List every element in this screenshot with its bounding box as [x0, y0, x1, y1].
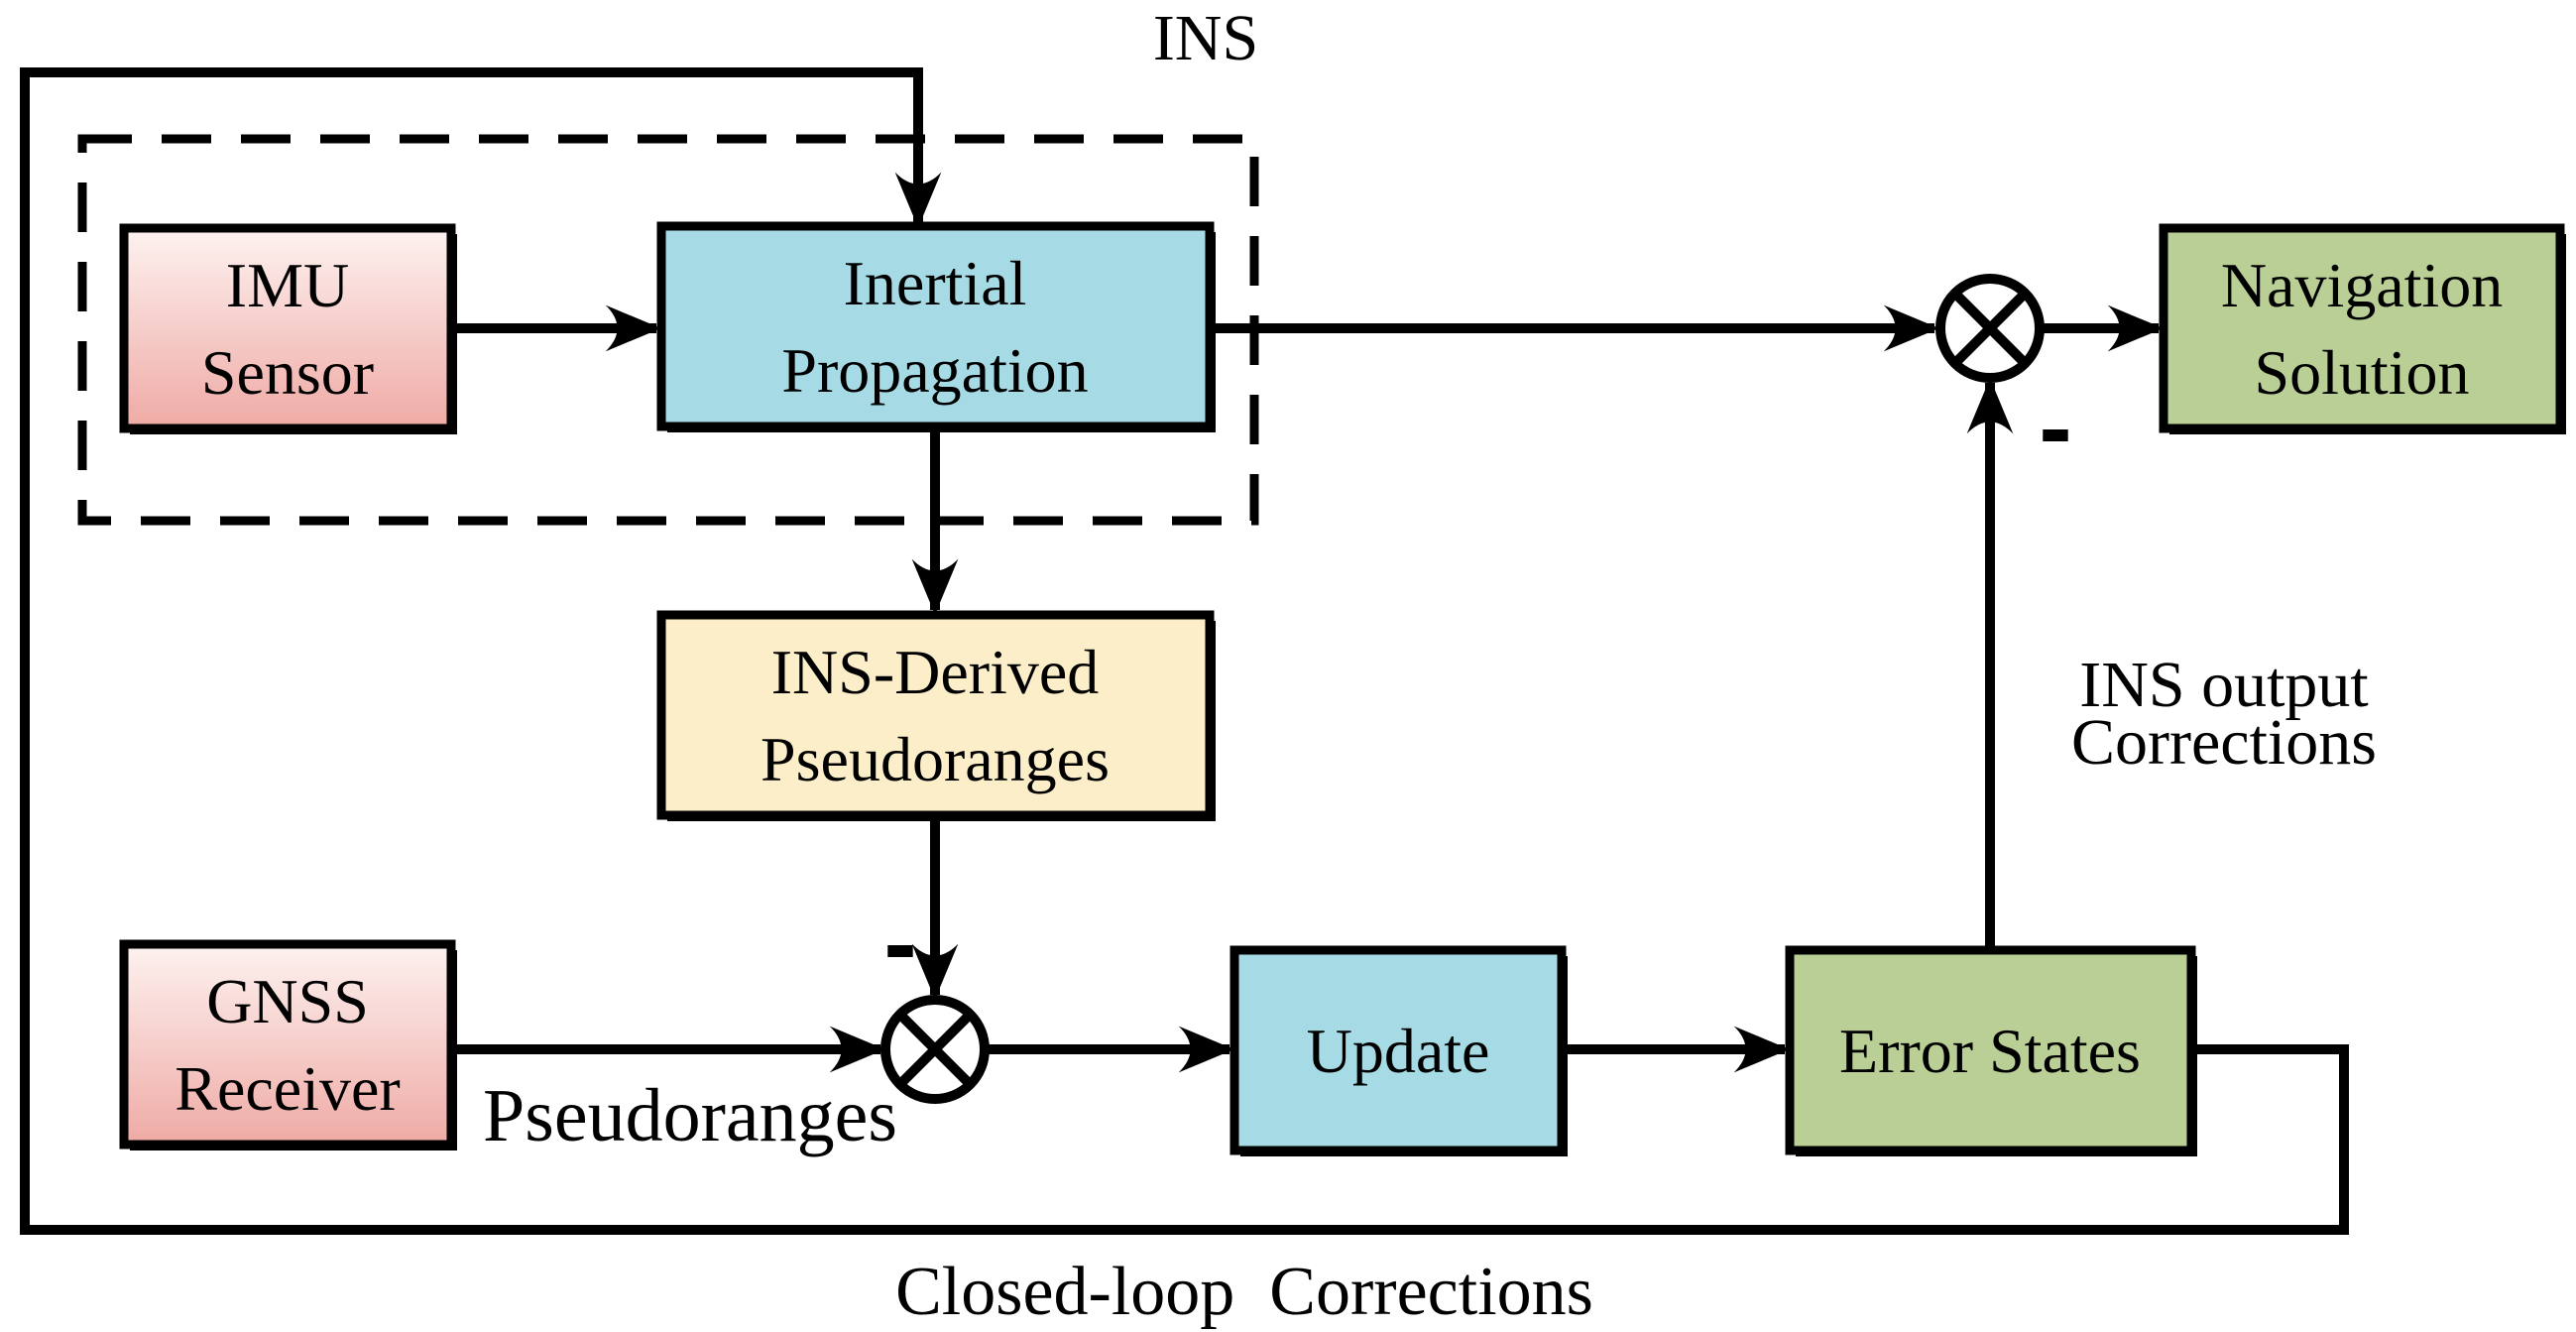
inertial-propagation-label-line1: Inertial: [844, 248, 1027, 318]
pseudoranges-annotation: Pseudoranges: [483, 1074, 897, 1157]
navigation-solution-label-line1: Navigation: [2221, 250, 2503, 320]
inertial-propagation-box: [656, 221, 1215, 431]
diff-junction-x-stroke-2: [897, 1012, 973, 1087]
ins-group-label: INS: [1153, 2, 1258, 74]
error-states-label: Error States: [1839, 1016, 2141, 1086]
pseudorange-diff-junction: [880, 995, 990, 1104]
gnss-receiver-box: [119, 939, 456, 1150]
output-correction-junction: [1935, 274, 2045, 383]
ins-derived-pseudoranges-box: [656, 610, 1215, 820]
imu-sensor-box: [119, 223, 456, 433]
imu-sensor-label-line2: Sensor: [201, 337, 374, 408]
minus-sign-output-junction: -: [2039, 372, 2071, 483]
minus-sign-diff-junction: -: [883, 888, 916, 999]
gnss-receiver-label-line1: GNSS: [206, 966, 369, 1036]
closed-loop-feedback-line: [20, 67, 2349, 1235]
inertial-propagation-label-line2: Propagation: [781, 335, 1088, 406]
imu-sensor-label-line1: IMU: [226, 250, 349, 320]
ins-output-annotation-line2: Corrections: [2071, 706, 2377, 779]
ins-derived-label-line1: INS-Derived: [771, 637, 1100, 707]
update-box: [1229, 945, 1567, 1155]
error-states-box: [1785, 945, 2196, 1155]
output-junction-x-stroke-2: [1952, 291, 2028, 366]
update-label: Update: [1307, 1016, 1490, 1086]
ins-derived-label-line2: Pseudoranges: [761, 724, 1110, 794]
closed-loop-corrections-caption: Closed-loop Corrections: [895, 1254, 1593, 1330]
navigation-solution-box: [2159, 223, 2565, 433]
ins-output-annotation-line1: INS output: [2079, 649, 2369, 721]
navigation-solution-label-line2: Solution: [2255, 337, 2470, 408]
gnss-receiver-label-line2: Receiver: [175, 1053, 400, 1124]
